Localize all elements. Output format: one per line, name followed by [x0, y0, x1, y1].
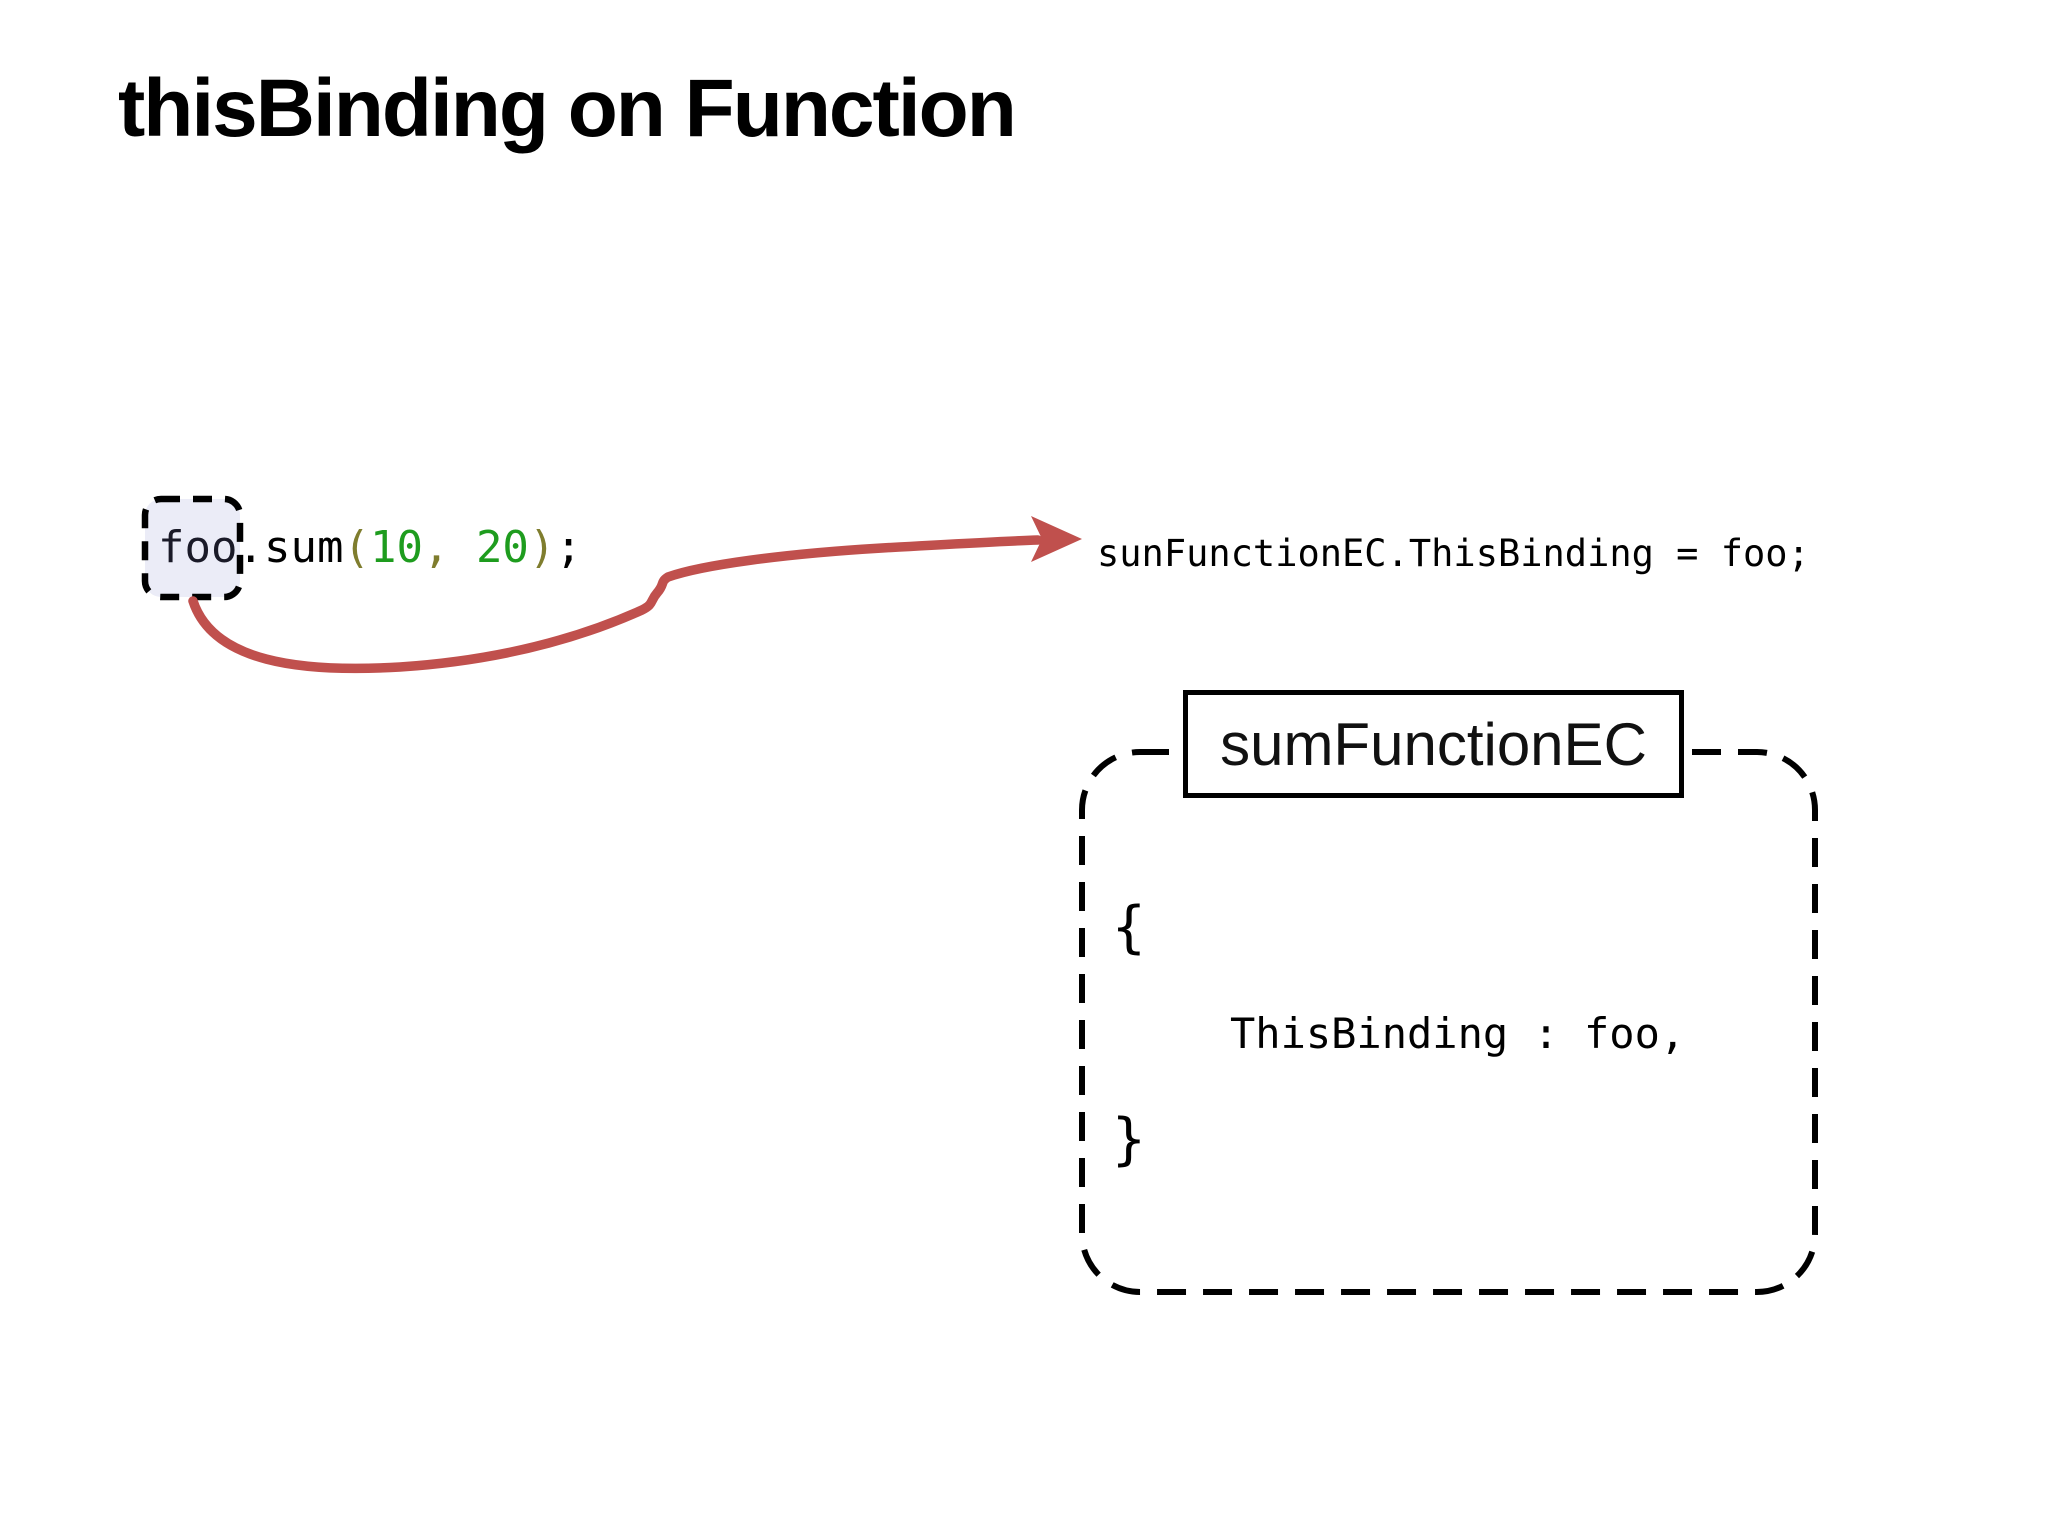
binding-arrow-head — [1031, 516, 1082, 562]
code-token-object: foo — [158, 522, 238, 573]
execution-context-close-brace: } — [1112, 1107, 1146, 1172]
code-token-semicolon: ; — [555, 522, 582, 573]
code-token-arg1: 10 — [369, 522, 423, 573]
code-token-dot: . — [237, 522, 264, 573]
assignment-code-snippet: sunFunctionEC.ThisBinding = foo; — [1097, 532, 1810, 575]
code-token-paren-open: ( — [343, 522, 370, 573]
page-title: thisBinding on Function — [118, 63, 1017, 154]
execution-context-open-brace: { — [1112, 895, 1146, 960]
execution-context-binding-line: ThisBinding : foo, — [1230, 1009, 1686, 1058]
code-token-arg2: 20 — [475, 522, 529, 573]
execution-context-label: sumFunctionEC — [1220, 710, 1647, 778]
execution-context-box — [1079, 749, 1818, 1295]
code-token-comma: , — [422, 522, 476, 573]
binding-arrow — [188, 535, 1043, 674]
code-token-paren-close: ) — [528, 522, 556, 573]
code-token-method: sum — [263, 522, 344, 573]
code-call-snippet: foo.sum(10, 20); — [158, 526, 582, 570]
execution-context-label-box: sumFunctionEC — [1183, 690, 1684, 798]
